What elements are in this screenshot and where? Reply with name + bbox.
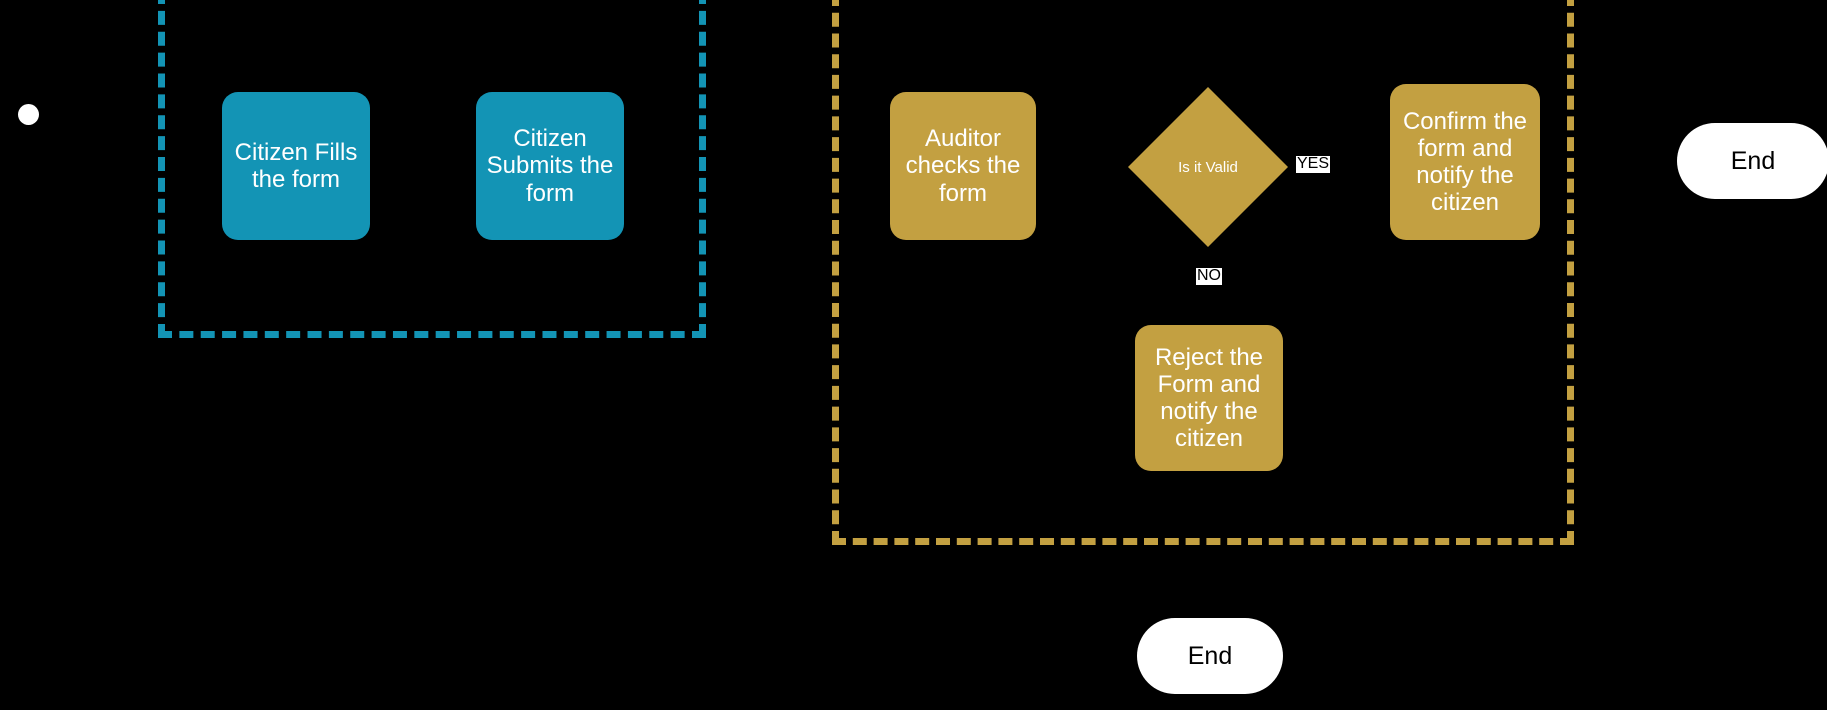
task-auditor-checks-the-form[interactable]: Auditor checks the form <box>890 92 1036 240</box>
task-citizen-submits-the-form[interactable]: Citizen Submits the form <box>476 92 624 240</box>
decision-is-it-valid[interactable]: Is it Valid <box>1128 87 1288 247</box>
task-reject-form-and-notify-citizen[interactable]: Reject the Form and notify the citizen <box>1135 325 1283 471</box>
citizen-lane-container[interactable] <box>158 0 706 338</box>
edge-label-yes: YES <box>1296 155 1331 173</box>
task-citizen-fills-the-form[interactable]: Citizen Fills the form <box>222 92 370 240</box>
end-event-bottom[interactable]: End <box>1137 618 1283 694</box>
start-event-circle[interactable] <box>18 104 39 125</box>
diamond-shape <box>1128 87 1288 247</box>
auditor-lane-container[interactable] <box>832 0 1574 545</box>
task-confirm-form-and-notify-citizen[interactable]: Confirm the form and notify the citizen <box>1390 84 1540 240</box>
end-event-right[interactable]: End <box>1677 123 1827 199</box>
edge-label-no: NO <box>1196 267 1222 285</box>
